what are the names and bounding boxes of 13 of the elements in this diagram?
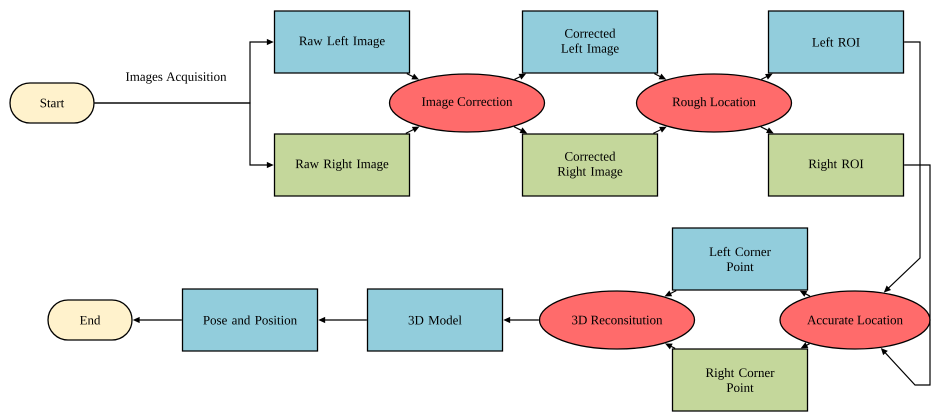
edge-label: Images Acquisition <box>126 72 226 84</box>
process-box: Right ROI <box>768 133 904 197</box>
process-box: Left ROI <box>768 10 904 74</box>
process-box: Corrected Left Image <box>522 10 658 74</box>
process-box: Raw Right Image <box>274 133 410 197</box>
process-box: Right Corner Point <box>672 348 808 412</box>
terminal-pill: End <box>47 299 133 341</box>
terminal-pill: Start <box>9 82 95 124</box>
process-box: Pose and Position <box>182 288 318 352</box>
process-box: 3D Model <box>366 288 504 352</box>
process-box: Corrected Right Image <box>522 133 658 197</box>
process-box: Left Corner Point <box>672 227 808 291</box>
process-box: Raw Left Image <box>274 10 410 74</box>
